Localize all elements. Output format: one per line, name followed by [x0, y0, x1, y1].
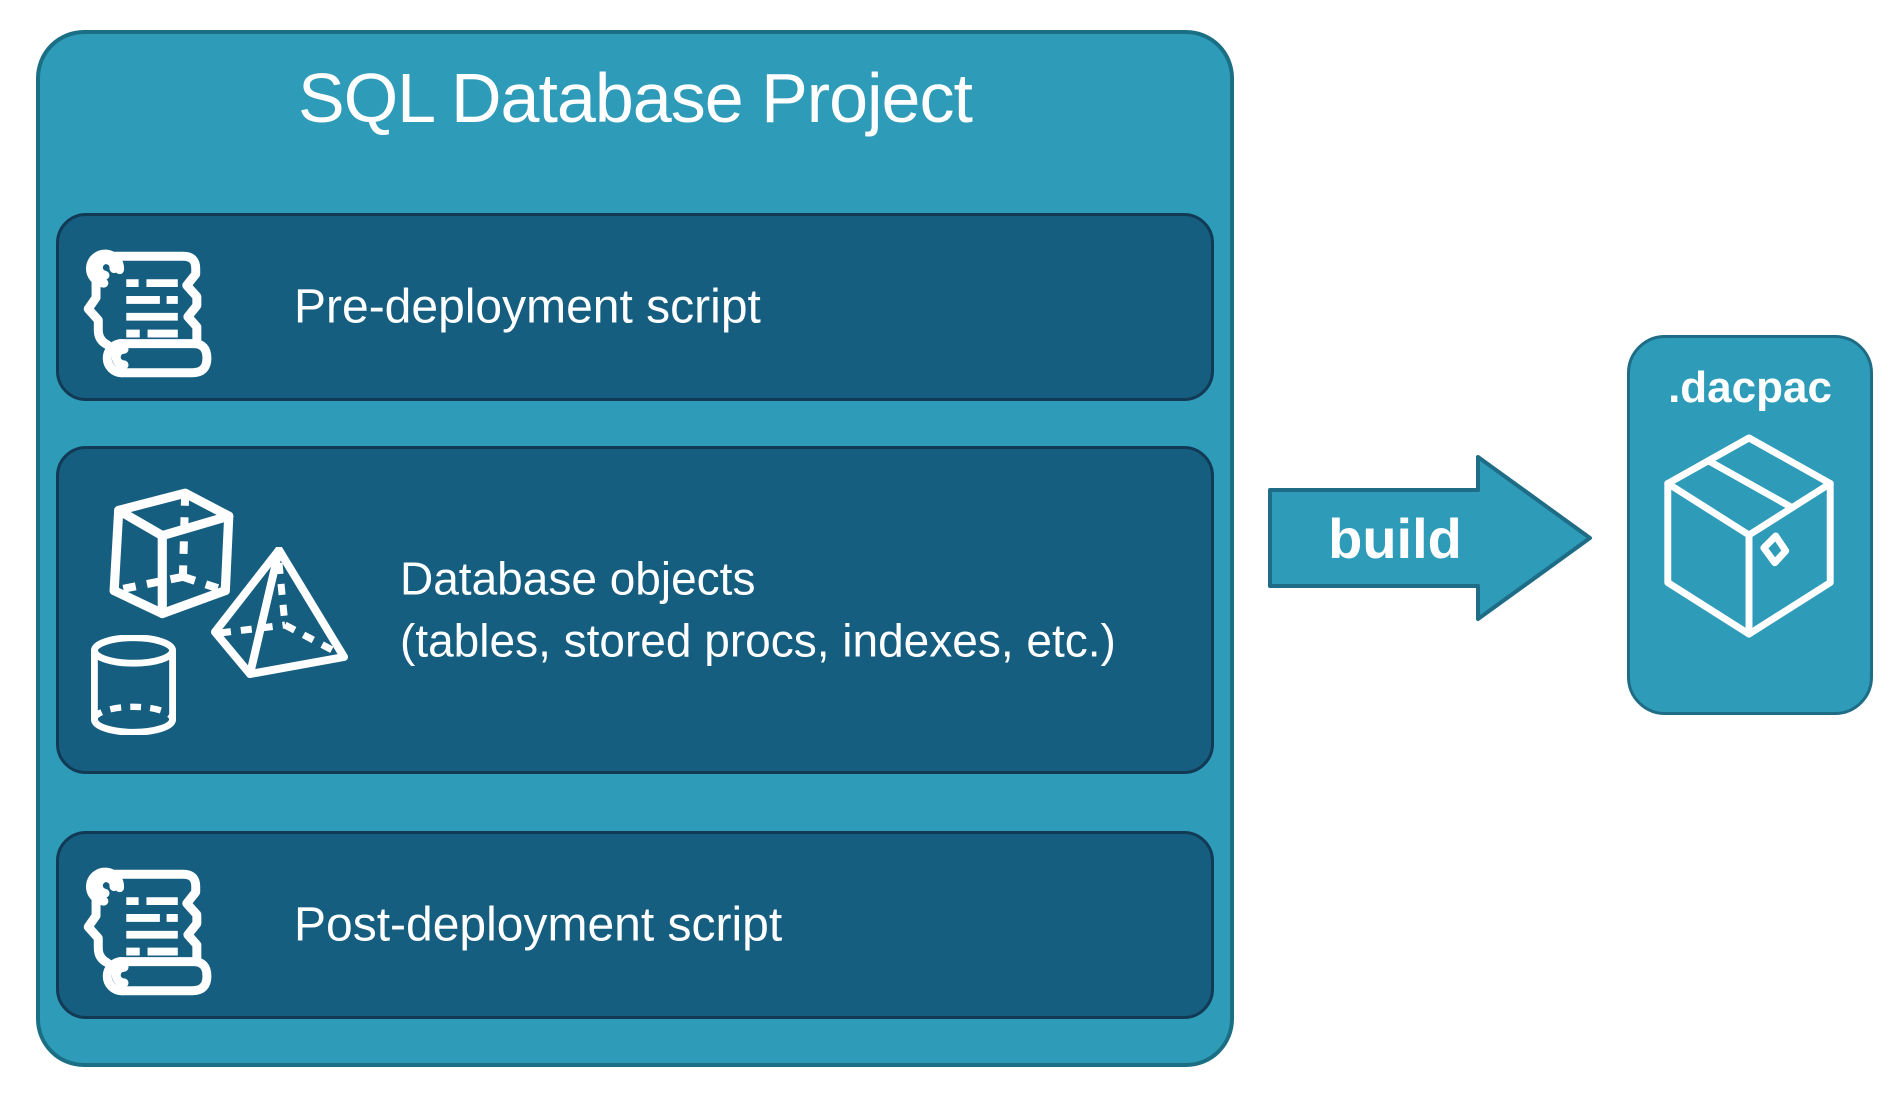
database-objects-line2: (tables, stored procs, indexes, etc.) — [400, 614, 1116, 666]
arrow-right-icon — [1268, 455, 1592, 621]
database-objects-label: Database objects (tables, stored procs, … — [400, 548, 1116, 671]
cylinder-icon — [91, 635, 176, 735]
build-arrow: build — [1268, 453, 1594, 623]
sql-project-container: SQL Database Project Pre-deployment scri… — [36, 30, 1234, 1067]
database-objects-box: Database objects (tables, stored procs, … — [56, 446, 1214, 774]
project-title: SQL Database Project — [298, 59, 973, 137]
dacpac-label: .dacpac — [1668, 363, 1832, 412]
package-icon — [1664, 434, 1834, 638]
cube-icon — [109, 488, 234, 619]
scroll-icon — [83, 867, 212, 996]
pre-deployment-box: Pre-deployment script — [56, 213, 1214, 401]
build-arrow-label: build — [1328, 506, 1462, 570]
scroll-icon — [83, 249, 212, 378]
pyramid-icon — [211, 547, 348, 678]
post-deployment-box: Post-deployment script — [56, 831, 1214, 1019]
post-deployment-label: Post-deployment script — [294, 898, 783, 952]
database-objects-line1: Database objects — [400, 552, 756, 605]
dacpac-output-box: .dacpac — [1627, 335, 1873, 715]
pre-deployment-label: Pre-deployment script — [294, 280, 761, 334]
